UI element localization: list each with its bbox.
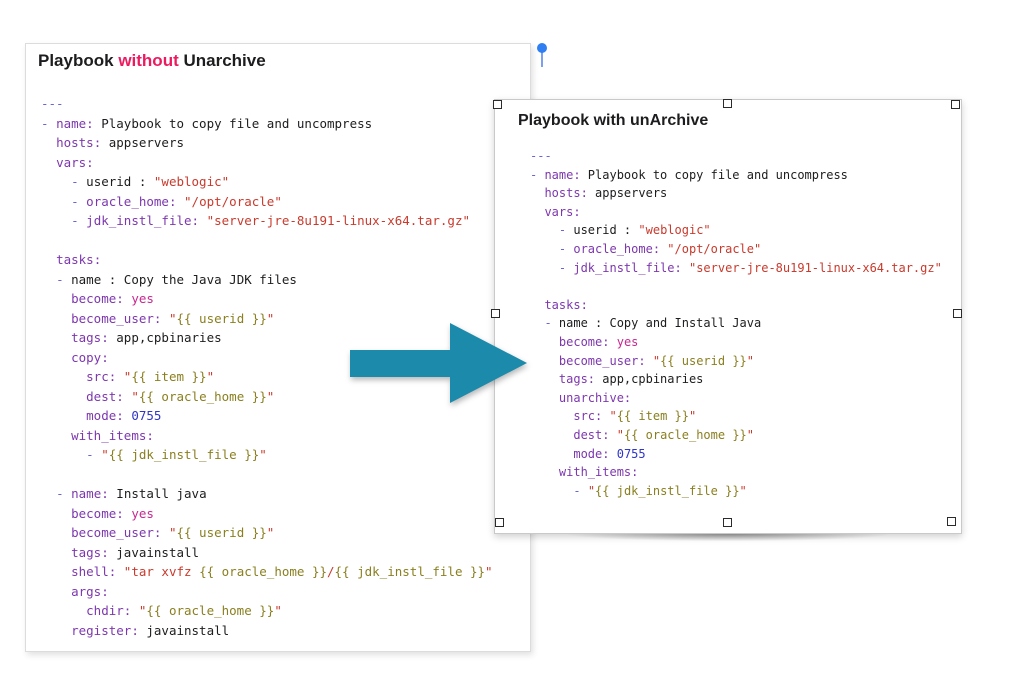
code-line: with_items: [71,427,154,443]
selection-handle-bottom-right[interactable] [947,517,956,526]
left-title-highlight: without [118,51,179,70]
code-line: hosts: appservers [544,186,668,201]
selection-handle-mid-right[interactable] [953,309,962,318]
code-line: src: "{{ item }}" [86,369,215,384]
code-line: vars: [56,154,94,170]
right-panel-title: Playbook with unArchive [518,112,709,129]
code-line: - userid : "weblogic" [71,174,230,189]
code-line: - "{{ jdk_instl_file }}" [573,483,747,498]
selection-handle-bottom-left[interactable] [495,518,504,527]
left-title-suffix: Unarchive [178,51,266,70]
code-line: - "{{ jdk_instl_file }}" [86,447,267,462]
code-line: become: yes [558,334,639,349]
code-line: tags: javainstall [71,544,200,560]
code-line: tasks: [544,297,588,312]
code-line: src: "{{ item }}" [573,409,697,424]
code-line: args: [71,583,109,599]
code-line: mode: 0755 [573,446,646,461]
code-line: --- [530,149,552,163]
selection-handle-top-right[interactable] [951,100,960,109]
left-title-prefix: Playbook [38,51,119,70]
code-line: vars: [544,204,581,219]
pin-head [537,43,547,53]
code-line: - jdk_instl_file: "server-jre-8u191-linu… [71,213,470,228]
right-code-block: --- - name: Playbook to copy file and unc… [530,147,942,500]
code-line: - name: Install java [56,486,207,501]
code-line: - oracle_home: "/opt/oracle" [71,193,282,209]
code-line [41,231,493,251]
code-line: become: yes [71,505,154,521]
code-line: - jdk_instl_file: "server-jre-8u191-linu… [558,260,942,275]
code-line [530,277,942,296]
code-line: tags: app,cpbinaries [71,330,222,345]
selection-handle-bottom-center[interactable] [723,518,732,527]
code-line: with_items: [558,465,639,480]
code-line: - oracle_home: "/opt/oracle" [558,241,762,256]
code-line: shell: "tar xvfz {{ oracle_home }}/{{ jd… [71,564,493,579]
code-line: mode: 0755 [86,408,162,423]
arrow-right-icon [350,323,527,403]
code-line: - name: Playbook to copy file and uncomp… [41,115,373,131]
code-line: unarchive: [558,390,632,405]
code-line: hosts: appservers [56,135,185,150]
code-line: become_user: "{{ userid }}" [71,310,275,326]
code-line: become_user: "{{ userid }}" [71,525,275,540]
code-line: copy: [71,349,109,365]
code-line: become: yes [71,291,154,306]
code-line [41,465,493,485]
code-line: dest: "{{ oracle_home }}" [573,427,755,442]
code-line: register: javainstall [71,622,230,638]
code-line: chdir: "{{ oracle_home }}" [86,603,282,618]
left-panel-title: Playbook without Unarchive [38,51,266,71]
selection-handle-top-left[interactable] [493,100,502,109]
left-code-block: --- - name: Playbook to copy file and unc… [41,94,493,640]
code-line: - userid : "weblogic" [558,223,711,238]
code-line: - name: Playbook to copy file and uncomp… [530,167,848,182]
arrow-right-shape [348,320,534,410]
code-line: - name : Copy and Install Java [544,316,762,331]
selection-handle-top-center[interactable] [723,99,732,108]
code-line: tags: app,cpbinaries [558,372,704,387]
pin-stem [541,51,543,67]
code-line: become_user: "{{ userid }}" [558,353,755,368]
playbook-without-unarchive-card: Playbook without Unarchive --- - name: Pl… [25,43,531,652]
code-line: --- [41,96,64,111]
selection-handle-mid-left[interactable] [491,309,500,318]
code-line: tasks: [56,252,102,267]
code-line: - name : Copy the Java JDK files [56,271,297,287]
code-line: dest: "{{ oracle_home }}" [86,388,275,404]
playbook-with-unarchive-card[interactable]: Playbook with unArchive --- - name: Playb… [494,99,962,534]
